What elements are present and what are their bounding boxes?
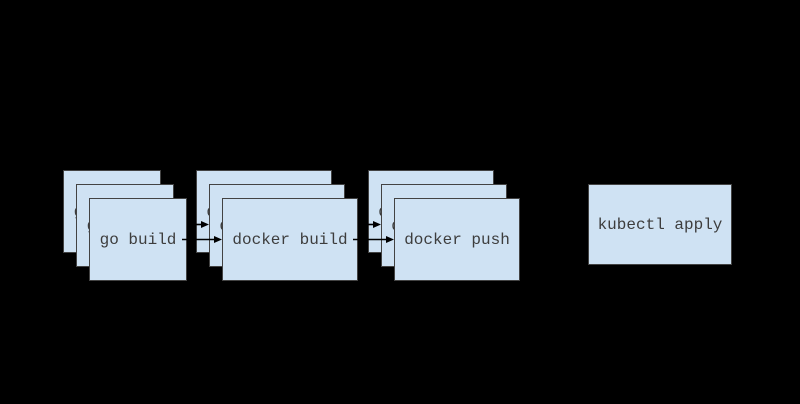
stage-box-docker-push-front: docker push xyxy=(394,198,520,281)
arrow-docker-build-to-docker-push-back xyxy=(359,207,368,214)
stage-label: kubectl apply xyxy=(597,215,723,234)
arrow-docker-push-to-kubectl-apply xyxy=(521,221,588,228)
stage-box-go-build-front: go build xyxy=(89,198,187,281)
arrow-go-build-to-docker-build-back xyxy=(187,207,196,214)
stage-label: go build xyxy=(99,230,177,249)
stage-label: docker build xyxy=(232,230,348,249)
stage-label: docker push xyxy=(404,230,510,249)
stage-box-kubectl-apply: kubectl apply xyxy=(588,184,732,265)
stage-box-docker-build-front: docker build xyxy=(222,198,358,281)
